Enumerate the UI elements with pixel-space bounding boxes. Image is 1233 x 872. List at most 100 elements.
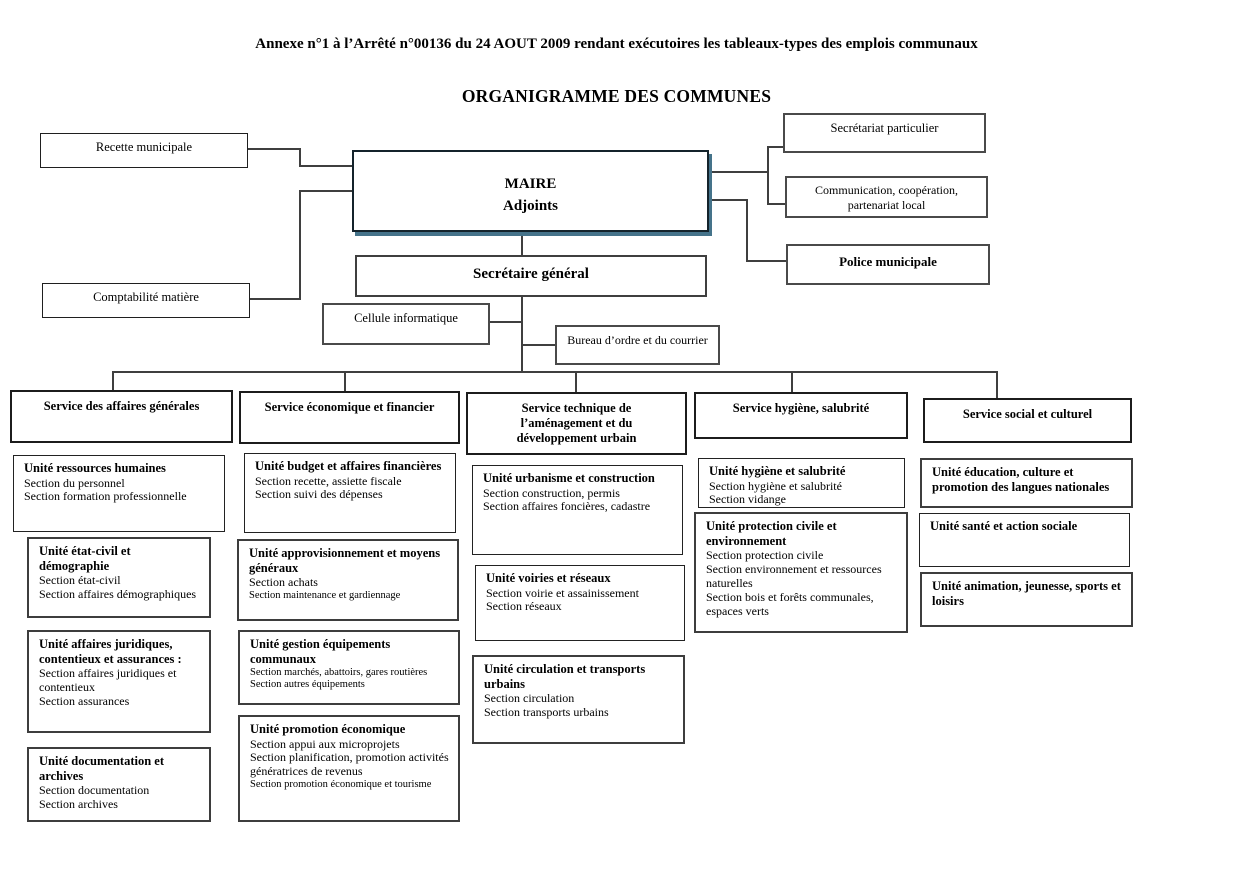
unit-section: Section circulation bbox=[484, 691, 575, 705]
box-label: Bureau d’ordre et du courrier bbox=[567, 333, 708, 347]
service-label: Service technique de l’aménagement et du… bbox=[516, 401, 637, 445]
unit-section: Section planification, promotion activit… bbox=[250, 750, 449, 779]
box-label: Secrétariat particulier bbox=[830, 121, 939, 135]
unit-title: Unité ressources humaines bbox=[24, 461, 166, 475]
unit-title: Unité approvisionnement et moyens généra… bbox=[249, 546, 441, 575]
unit-etat-civil-demographie: Unité état-civil et démographie Section … bbox=[27, 537, 211, 618]
connector bbox=[490, 321, 523, 323]
unit-affaires-juridiques: Unité affaires juridiques, contentieux e… bbox=[27, 630, 211, 733]
unit-section: Section affaires foncières, cadastre bbox=[483, 499, 651, 514]
connector bbox=[746, 199, 748, 262]
unit-budget-affaires-financieres: Unité budget et affaires financières Sec… bbox=[244, 453, 456, 533]
unit-title: Unité circulation et transports urbains bbox=[484, 662, 646, 691]
unit-circulation-transports: Unité circulation et transports urbains … bbox=[472, 655, 685, 744]
connector bbox=[299, 190, 301, 300]
unit-protection-civile-environnement: Unité protection civile et environnement… bbox=[694, 512, 908, 633]
unit-section: Section bois et forêts communales, espac… bbox=[706, 589, 874, 618]
unit-title: Unité urbanisme et construction bbox=[483, 471, 655, 485]
maire-line1: MAIRE bbox=[504, 176, 557, 192]
box-secretaire-general: Secrétaire général bbox=[355, 255, 707, 297]
connector bbox=[344, 371, 346, 392]
unit-title: Unité affaires juridiques, contentieux e… bbox=[39, 637, 182, 666]
connector bbox=[299, 148, 301, 167]
unit-documentation-archives: Unité documentation et archives Section … bbox=[27, 747, 211, 822]
service-header-hygiene-salubrite: Service hygiène, salubrité bbox=[694, 392, 908, 439]
service-label: Service hygiène, salubrité bbox=[732, 401, 870, 415]
unit-section: Section hygiène et salubrité bbox=[709, 478, 842, 493]
unit-title: Unité gestion équipements communaux bbox=[250, 637, 391, 666]
unit-section: Section affaires juridiques et contentie… bbox=[39, 666, 177, 694]
connector bbox=[767, 146, 784, 148]
connector bbox=[767, 203, 786, 205]
unit-section: Section achats bbox=[249, 575, 318, 589]
unit-title: Unité animation, jeunesse, sports et loi… bbox=[932, 579, 1121, 608]
unit-ressources-humaines: Unité ressources humaines Section du per… bbox=[13, 455, 225, 532]
box-label: Communication, coopération, partenariat … bbox=[815, 183, 958, 212]
unit-education-culture-langues: Unité éducation, culture et promotion de… bbox=[920, 458, 1133, 508]
connector bbox=[709, 171, 769, 173]
unit-section: Section environnement et ressources natu… bbox=[706, 561, 882, 590]
connector bbox=[250, 298, 301, 300]
unit-section: Section maintenance et gardiennage bbox=[249, 589, 401, 601]
annex-title: Annexe n°1 à l’Arrêté n°00136 du 24 AOUT… bbox=[255, 36, 978, 52]
unit-section: Section autres équipements bbox=[250, 679, 365, 691]
service-label: Service social et culturel bbox=[962, 407, 1093, 421]
connector bbox=[248, 148, 301, 150]
service-header-social-culturel: Service social et culturel bbox=[923, 398, 1132, 443]
connector bbox=[521, 297, 523, 373]
unit-section: Section construction, permis bbox=[483, 485, 620, 500]
connector bbox=[112, 371, 998, 373]
service-label: Service économique et financier bbox=[264, 400, 435, 414]
unit-section: Section appui aux microprojets bbox=[250, 736, 400, 751]
service-header-economique-financier: Service économique et financier bbox=[239, 391, 460, 444]
connector bbox=[746, 260, 787, 262]
unit-section: Section marchés, abattoirs, gares routiè… bbox=[250, 667, 428, 678]
unit-section: Section transports urbains bbox=[484, 704, 609, 719]
unit-title: Unité hygiène et salubrité bbox=[709, 464, 846, 478]
connector bbox=[709, 199, 748, 201]
box-secretariat-particulier: Secrétariat particulier bbox=[783, 113, 986, 153]
unit-title: Unité santé et action sociale bbox=[930, 519, 1078, 533]
unit-section: Section formation professionnelle bbox=[24, 489, 187, 504]
unit-title: Unité budget et affaires financières bbox=[255, 459, 442, 473]
unit-title: Unité état-civil et démographie bbox=[39, 544, 131, 573]
box-label: Recette municipale bbox=[95, 140, 193, 154]
connector bbox=[575, 371, 577, 393]
unit-section: Section état-civil bbox=[39, 573, 121, 587]
unit-title: Unité promotion économique bbox=[250, 722, 406, 736]
service-label: Service des affaires générales bbox=[43, 399, 200, 413]
unit-section: Section affaires démographiques bbox=[39, 586, 197, 601]
unit-section: Section archives bbox=[39, 796, 118, 811]
connector bbox=[521, 232, 523, 256]
unit-section: Section réseaux bbox=[486, 599, 562, 614]
unit-section: Section du personnel bbox=[24, 475, 125, 490]
unit-section: Section assurances bbox=[39, 693, 130, 708]
service-header-affaires-generales: Service des affaires générales bbox=[10, 390, 233, 443]
connector bbox=[767, 146, 769, 205]
connector bbox=[299, 165, 353, 167]
unit-section: Section vidange bbox=[709, 492, 786, 507]
unit-promotion-economique: Unité promotion économique Section appui… bbox=[238, 715, 460, 822]
service-header-technique-urbain: Service technique de l’aménagement et du… bbox=[466, 392, 687, 455]
box-comptabilite-matiere: Comptabilité matière bbox=[42, 283, 250, 318]
unit-section: Section promotion économique et tourisme bbox=[250, 779, 432, 791]
diagram-title: ORGANIGRAMME DES COMMUNES bbox=[461, 86, 772, 106]
unit-title: Unité éducation, culture et promotion de… bbox=[932, 465, 1110, 494]
unit-section: Section recette, assiette fiscale bbox=[255, 473, 402, 488]
unit-section: Section protection civile bbox=[706, 548, 824, 562]
unit-sante-action-sociale: Unité santé et action sociale bbox=[919, 513, 1130, 567]
unit-hygiene-salubrite: Unité hygiène et salubrité Section hygiè… bbox=[698, 458, 905, 508]
connector bbox=[996, 371, 998, 399]
unit-animation-jeunesse-sports: Unité animation, jeunesse, sports et loi… bbox=[920, 572, 1133, 627]
unit-title: Unité protection civile et environnement bbox=[706, 519, 837, 548]
connector bbox=[299, 190, 353, 192]
unit-section: Section suivi des dépenses bbox=[255, 487, 383, 502]
box-bureau-ordre-courrier: Bureau d’ordre et du courrier bbox=[555, 325, 720, 365]
unit-title: Unité voiries et réseaux bbox=[486, 571, 611, 585]
unit-urbanisme-construction: Unité urbanisme et construction Section … bbox=[472, 465, 683, 555]
box-cellule-informatique: Cellule informatique bbox=[322, 303, 490, 345]
connector bbox=[521, 344, 556, 346]
unit-gestion-equipements-communaux: Unité gestion équipements communaux Sect… bbox=[238, 630, 460, 705]
box-recette-municipale: Recette municipale bbox=[40, 133, 248, 168]
